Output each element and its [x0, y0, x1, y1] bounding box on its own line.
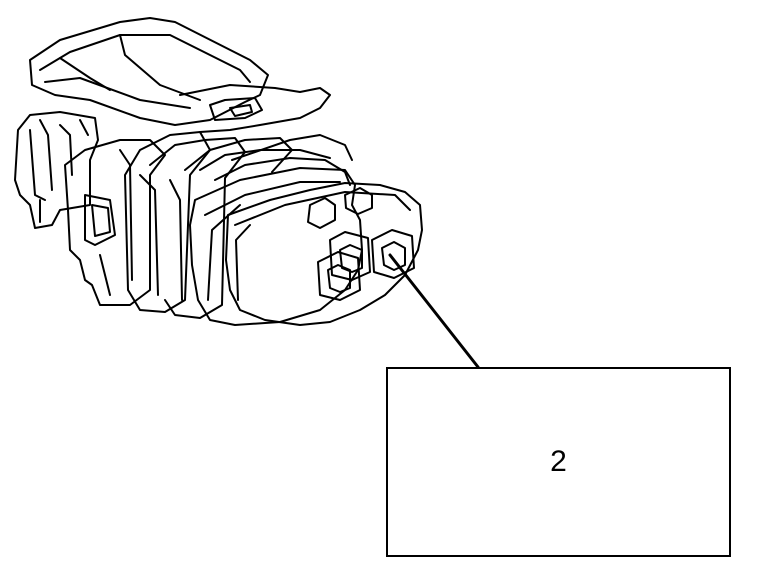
front-housing	[189, 167, 363, 326]
mid-body	[64, 139, 166, 306]
terminal-cavity-2	[329, 231, 371, 281]
terminal-cavity-1	[317, 251, 361, 301]
seal-rings	[124, 131, 353, 319]
callout-label: 2	[550, 445, 567, 478]
leader-line	[388, 253, 480, 369]
rear-flange	[14, 111, 99, 229]
mating-face	[225, 182, 423, 326]
rear-latch	[29, 17, 331, 133]
terminal-cavity-3	[371, 229, 415, 279]
callout-box: 2	[386, 367, 731, 557]
